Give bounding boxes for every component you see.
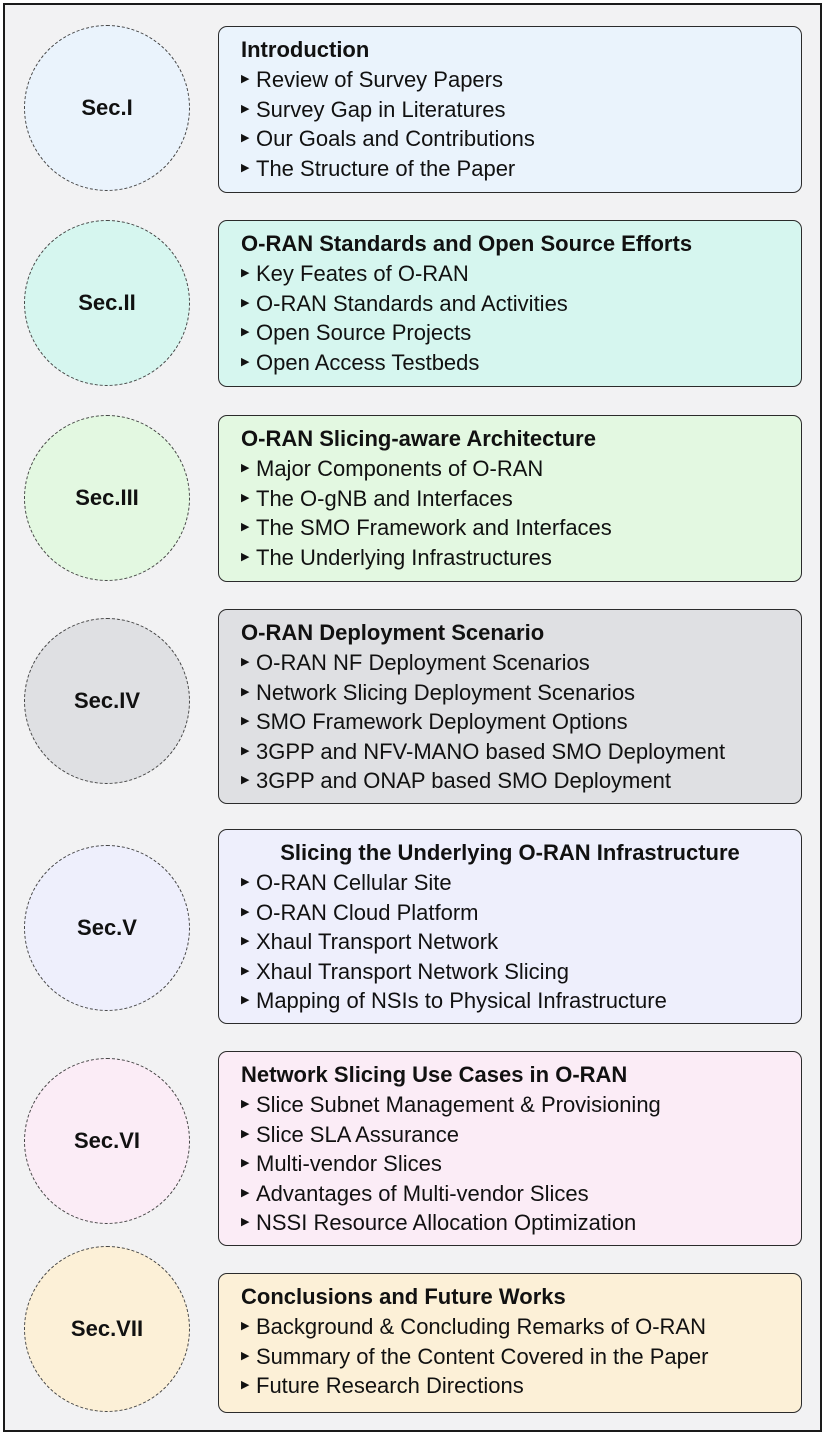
section-circle-7: Sec.VII — [24, 1246, 190, 1412]
section-circle-5: Sec.V — [24, 845, 190, 1011]
section-label: Sec.II — [78, 290, 136, 315]
list-item: ▶Advantages of Multi-vendor Slices — [241, 1179, 791, 1209]
bullet-icon: ▶ — [241, 491, 250, 504]
list-item: ▶Open Access Testbeds — [241, 348, 791, 378]
bullet-icon: ▶ — [241, 1186, 250, 1199]
list-item: ▶Survey Gap in Literatures — [241, 95, 791, 125]
bullet-icon: ▶ — [241, 1320, 250, 1332]
bullet-icon: ▶ — [241, 1349, 250, 1362]
list-item: ▶NSSI Resource Allocation Optimization — [241, 1208, 791, 1238]
list-item: ▶Xhaul Transport Network Slicing — [241, 957, 791, 987]
section-circle-6: Sec.VI — [24, 1058, 190, 1224]
section-title: O-RAN Deployment Scenario — [241, 620, 545, 645]
list-item: ▶O-RAN NF Deployment Scenarios — [241, 648, 791, 678]
section-circle-4: Sec.IV — [24, 618, 190, 784]
section-label: Sec.III — [75, 485, 139, 510]
list-item: ▶O-RAN Standards and Activities — [241, 289, 791, 319]
list-item: ▶Review of Survey Papers — [241, 65, 791, 95]
list-item: ▶The O-gNB and Interfaces — [241, 484, 791, 514]
section-title: Introduction — [241, 37, 370, 62]
section-box-2: O-RAN Standards and Open Source Efforts … — [218, 220, 802, 387]
section-title: O-RAN Slicing-aware Architecture — [241, 426, 596, 451]
list-item: ▶Background & Concluding Remarks of O-RA… — [241, 1312, 791, 1342]
bullet-icon: ▶ — [241, 1098, 250, 1110]
section-label: Sec.IV — [73, 688, 141, 713]
bullet-icon: ▶ — [241, 355, 250, 368]
list-item: ▶Open Source Projects — [241, 318, 791, 348]
bullet-icon: ▶ — [241, 1216, 250, 1229]
bullet-icon: ▶ — [241, 1127, 250, 1140]
bullet-icon: ▶ — [241, 656, 250, 668]
list-item: ▶The Underlying Infrastructures — [241, 543, 791, 573]
bullet-icon: ▶ — [241, 685, 250, 698]
list-item: ▶3GPP and NFV-MANO based SMO Deployment — [241, 737, 791, 767]
bullet-icon: ▶ — [241, 935, 250, 948]
list-item: ▶Our Goals and Contributions — [241, 124, 791, 154]
list-item: ▶Major Components of O-RAN — [241, 454, 791, 484]
bullet-icon: ▶ — [241, 73, 250, 85]
section-title: Network Slicing Use Cases in O-RAN — [241, 1062, 628, 1087]
list-item: ▶Summary of the Content Covered in the P… — [241, 1342, 791, 1372]
list-item: ▶The Structure of the Paper — [241, 154, 791, 184]
list-item: ▶3GPP and ONAP based SMO Deployment — [241, 766, 791, 796]
bullet-icon: ▶ — [241, 161, 250, 174]
list-item: ▶O-RAN Cellular Site — [241, 868, 791, 898]
section-box-4: O-RAN Deployment Scenario ▶O-RAN NF Depl… — [218, 609, 802, 804]
bullet-icon: ▶ — [241, 326, 250, 339]
bullet-icon: ▶ — [241, 1157, 250, 1170]
bullet-icon: ▶ — [241, 964, 250, 977]
section-label: Sec.I — [81, 95, 133, 120]
list-item: ▶SMO Framework Deployment Options — [241, 707, 791, 737]
section-title: Slicing the Underlying O-RAN Infrastruct… — [280, 840, 740, 865]
section-circle-2: Sec.II — [24, 220, 190, 386]
bullet-icon: ▶ — [241, 876, 250, 888]
list-item: ▶Slice SLA Assurance — [241, 1120, 791, 1150]
section-box-6: Network Slicing Use Cases in O-RAN ▶Slic… — [218, 1051, 802, 1246]
bullet-icon: ▶ — [241, 905, 250, 918]
bullet-icon: ▶ — [241, 267, 250, 279]
section-box-5: Slicing the Underlying O-RAN Infrastruct… — [218, 829, 802, 1024]
section-box-7: Conclusions and Future Works ▶Background… — [218, 1273, 802, 1413]
bullet-icon: ▶ — [241, 132, 250, 145]
bullet-icon: ▶ — [241, 296, 250, 309]
list-item: ▶The SMO Framework and Interfaces — [241, 513, 791, 543]
section-title: Conclusions and Future Works — [241, 1284, 566, 1309]
section-circle-1: Sec.I — [24, 25, 190, 191]
bullet-icon: ▶ — [241, 715, 250, 728]
section-label: Sec.V — [77, 915, 137, 940]
list-item: ▶Slice Subnet Management & Provisioning — [241, 1090, 791, 1120]
list-item: ▶O-RAN Cloud Platform — [241, 898, 791, 928]
section-box-3: O-RAN Slicing-aware Architecture ▶Major … — [218, 415, 802, 582]
bullet-icon: ▶ — [241, 1379, 250, 1392]
section-label: Sec.VII — [70, 1316, 144, 1341]
bullet-icon: ▶ — [241, 994, 250, 1007]
section-box-1: Introduction ▶Review of Survey Papers ▶S… — [218, 26, 802, 193]
list-item: ▶Xhaul Transport Network — [241, 927, 791, 957]
list-item: ▶Key Feates of O-RAN — [241, 259, 791, 289]
bullet-icon: ▶ — [241, 550, 250, 563]
bullet-icon: ▶ — [241, 744, 250, 757]
bullet-icon: ▶ — [241, 102, 250, 115]
section-label: Sec.VI — [73, 1128, 141, 1153]
list-item: ▶Network Slicing Deployment Scenarios — [241, 678, 791, 708]
bullet-icon: ▶ — [241, 774, 250, 787]
bullet-icon: ▶ — [241, 462, 250, 474]
list-item: ▶Multi-vendor Slices — [241, 1149, 791, 1179]
section-title: O-RAN Standards and Open Source Efforts — [241, 231, 693, 256]
section-circle-3: Sec.III — [24, 415, 190, 581]
list-item: ▶Mapping of NSIs to Physical Infrastruct… — [241, 986, 791, 1016]
list-item: ▶Future Research Directions — [241, 1371, 791, 1401]
bullet-icon: ▶ — [241, 521, 250, 534]
